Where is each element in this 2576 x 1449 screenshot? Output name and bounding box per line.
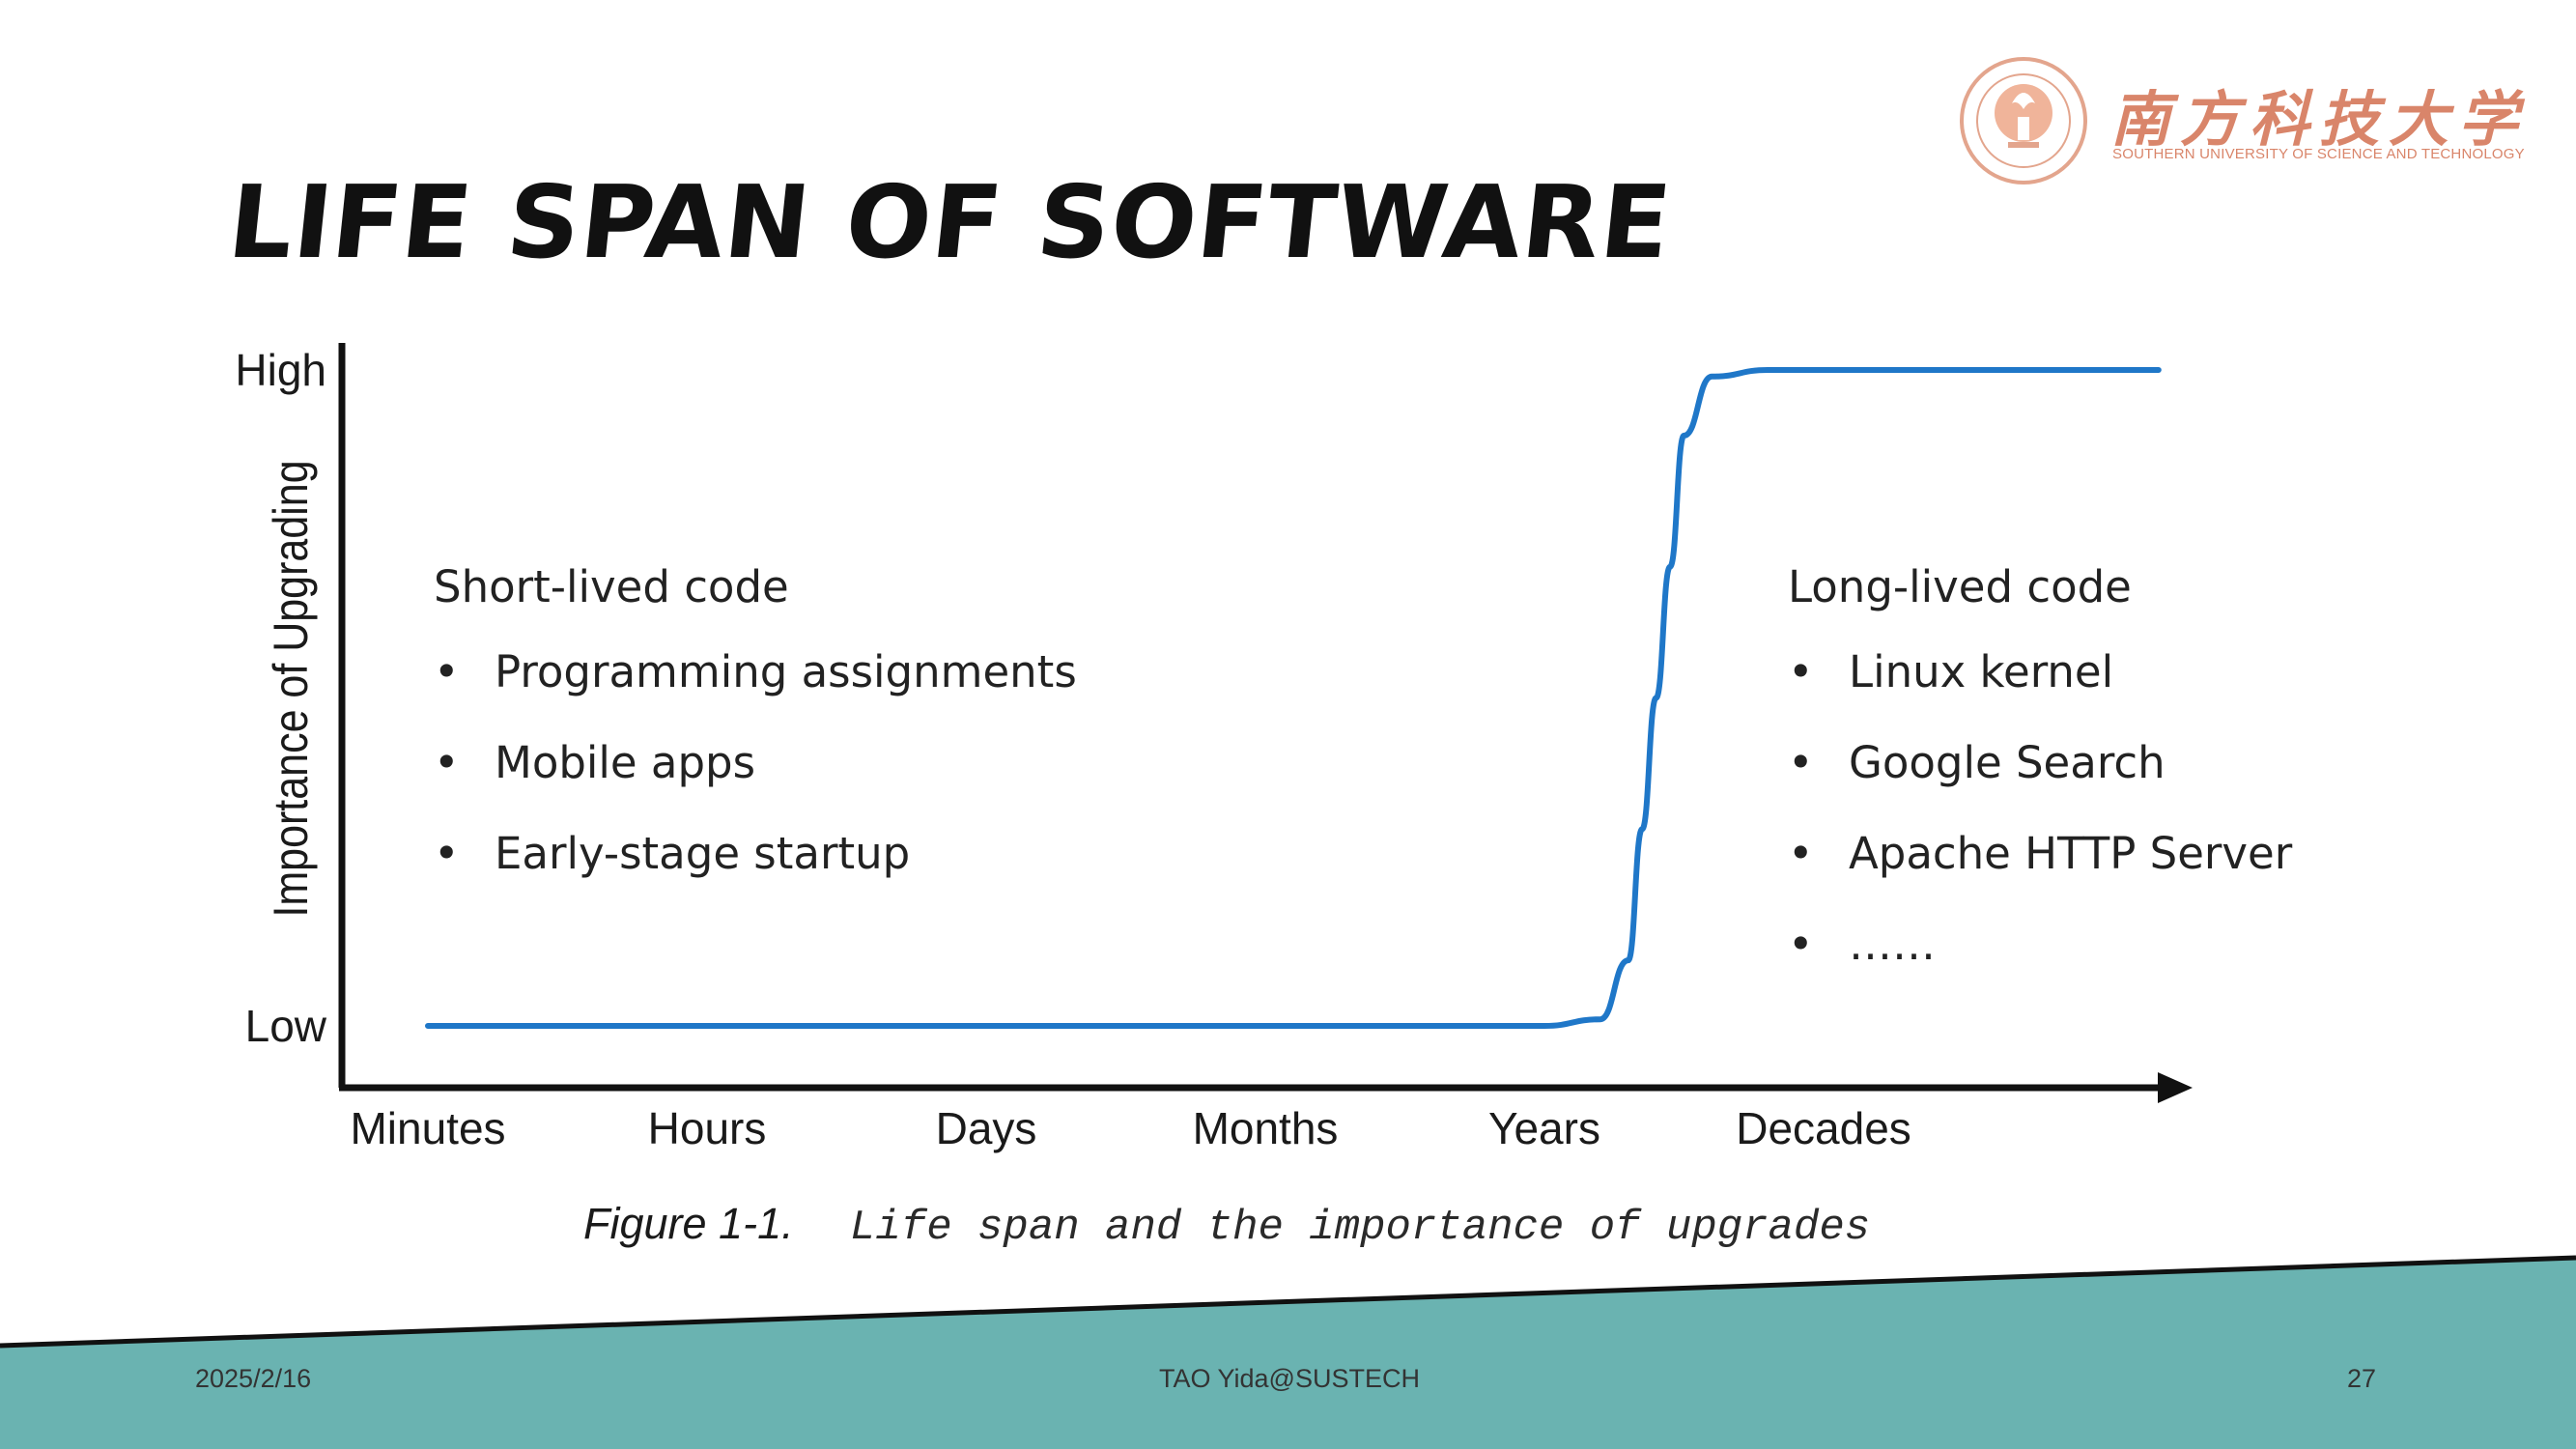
list-item-label: Mobile apps <box>495 737 756 788</box>
short-lived-title: Short-lived code <box>434 561 789 612</box>
bullet-icon: • <box>1788 737 1814 788</box>
list-item: •Mobile apps <box>434 741 1077 784</box>
list-item: •Early-stage startup <box>434 832 1077 875</box>
bullet-icon: • <box>434 737 460 788</box>
university-name-cn: 南方科技大学 <box>2110 84 2529 155</box>
x-axis-arrow-icon <box>2158 1072 2193 1103</box>
bullet-icon: • <box>434 828 460 879</box>
y-tick-labels: Low High <box>235 345 326 1051</box>
list-item: •Google Search <box>1788 741 2292 784</box>
university-logo: 南方科技大学 SOUTHERN UNIVERSITY OF SCIENCE AN… <box>1956 53 2525 188</box>
bullet-icon: • <box>434 646 460 697</box>
bullet-icon: • <box>1788 646 1814 697</box>
list-item-label: Early-stage startup <box>495 828 911 879</box>
list-item-label: Programming assignments <box>495 646 1077 697</box>
y-axis-label: Importance of Upgrading <box>264 460 318 917</box>
x-tick-label: Months <box>1193 1103 1339 1153</box>
x-tick-labels: Minutes Hours Days Months Years Decades <box>350 1103 1911 1153</box>
long-lived-title: Long-lived code <box>1788 561 2132 612</box>
figure-caption-text: Life span and the importance of upgrades <box>850 1204 1870 1252</box>
list-item-label: …… <box>1849 919 1936 970</box>
x-tick-label: Years <box>1488 1103 1600 1153</box>
long-lived-block: Long-lived code •Linux kernel •Google Se… <box>1788 565 2292 1013</box>
y-tick-label: Low <box>245 1001 327 1051</box>
list-item: •Linux kernel <box>1788 650 2292 694</box>
x-tick-label: Decades <box>1736 1103 1911 1153</box>
footer-author: TAO Yida@SUSTECH <box>1159 1364 1420 1393</box>
footer-band-fill <box>0 1258 2576 1449</box>
list-item-label: Linux kernel <box>1849 646 2114 697</box>
y-tick-label: High <box>235 345 326 395</box>
short-lived-block: Short-lived code •Programming assignment… <box>434 565 1077 923</box>
list-item: •Programming assignments <box>434 650 1077 694</box>
x-tick-label: Days <box>936 1103 1037 1153</box>
bullet-icon: • <box>1788 828 1814 879</box>
list-item-label: Google Search <box>1849 737 2166 788</box>
list-item: •…… <box>1788 923 2292 966</box>
short-lived-list: •Programming assignments •Mobile apps •E… <box>434 650 1077 875</box>
bullet-icon: • <box>1788 919 1814 970</box>
series-line <box>425 366 2162 1030</box>
footer-page-number: 27 <box>2347 1364 2377 1393</box>
x-tick-label: Hours <box>648 1103 767 1153</box>
footer-band-edge <box>0 1255 2576 1349</box>
list-item: •Apache HTTP Server <box>1788 832 2292 875</box>
figure-caption-prefix: Figure 1-1. <box>583 1199 794 1248</box>
university-name-en: SOUTHERN UNIVERSITY OF SCIENCE AND TECHN… <box>2112 146 2525 162</box>
x-tick-label: Minutes <box>350 1103 505 1153</box>
figure-caption: Figure 1-1. Life span and the importance… <box>583 1199 1870 1252</box>
long-lived-list: •Linux kernel •Google Search •Apache HTT… <box>1788 650 2292 966</box>
university-seal-icon <box>1960 57 2087 185</box>
footer-date: 2025/2/16 <box>195 1364 312 1393</box>
list-item-label: Apache HTTP Server <box>1849 828 2293 879</box>
